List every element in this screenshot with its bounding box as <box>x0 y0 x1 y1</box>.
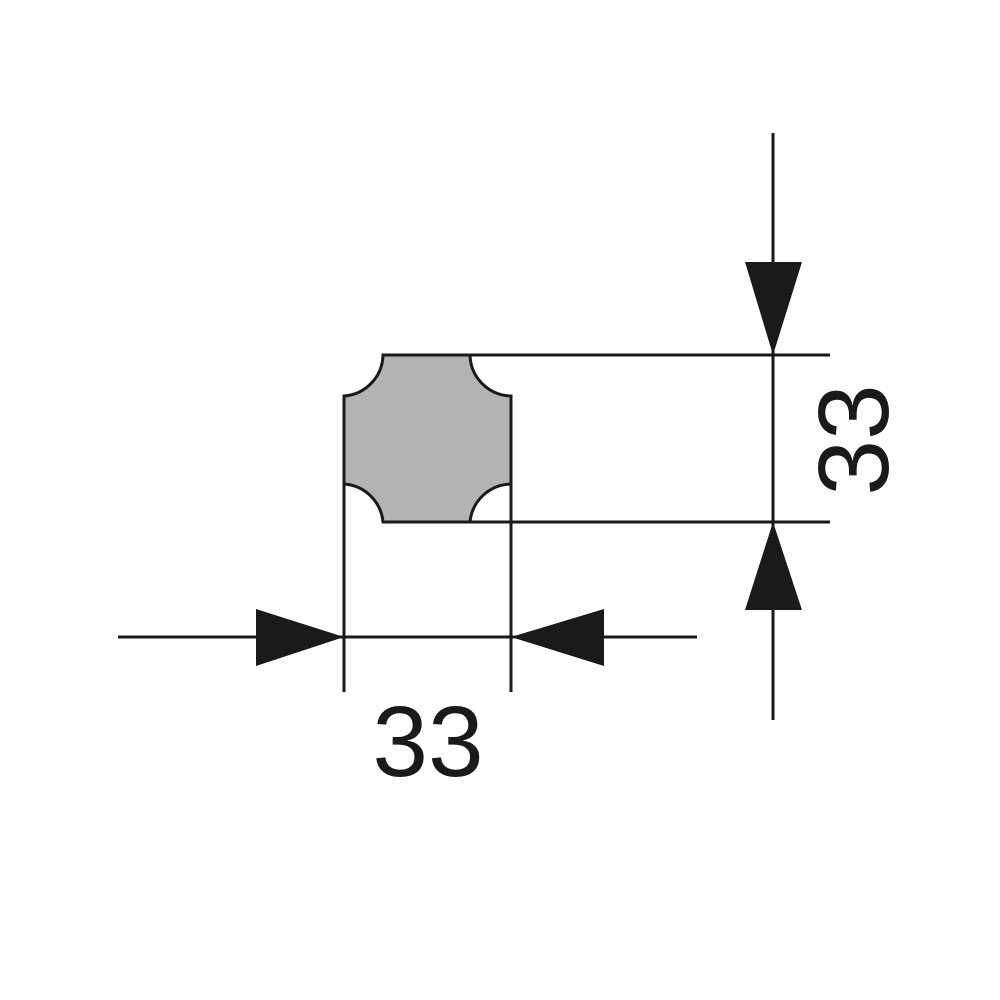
arrowhead-top-icon <box>745 262 802 355</box>
width-dimension-label: 33 <box>372 686 483 798</box>
height-dimension-label: 33 <box>798 384 910 495</box>
arrowhead-left-icon <box>256 609 344 666</box>
arrowhead-right-icon <box>511 609 604 666</box>
arrowhead-bottom-icon <box>745 522 802 610</box>
